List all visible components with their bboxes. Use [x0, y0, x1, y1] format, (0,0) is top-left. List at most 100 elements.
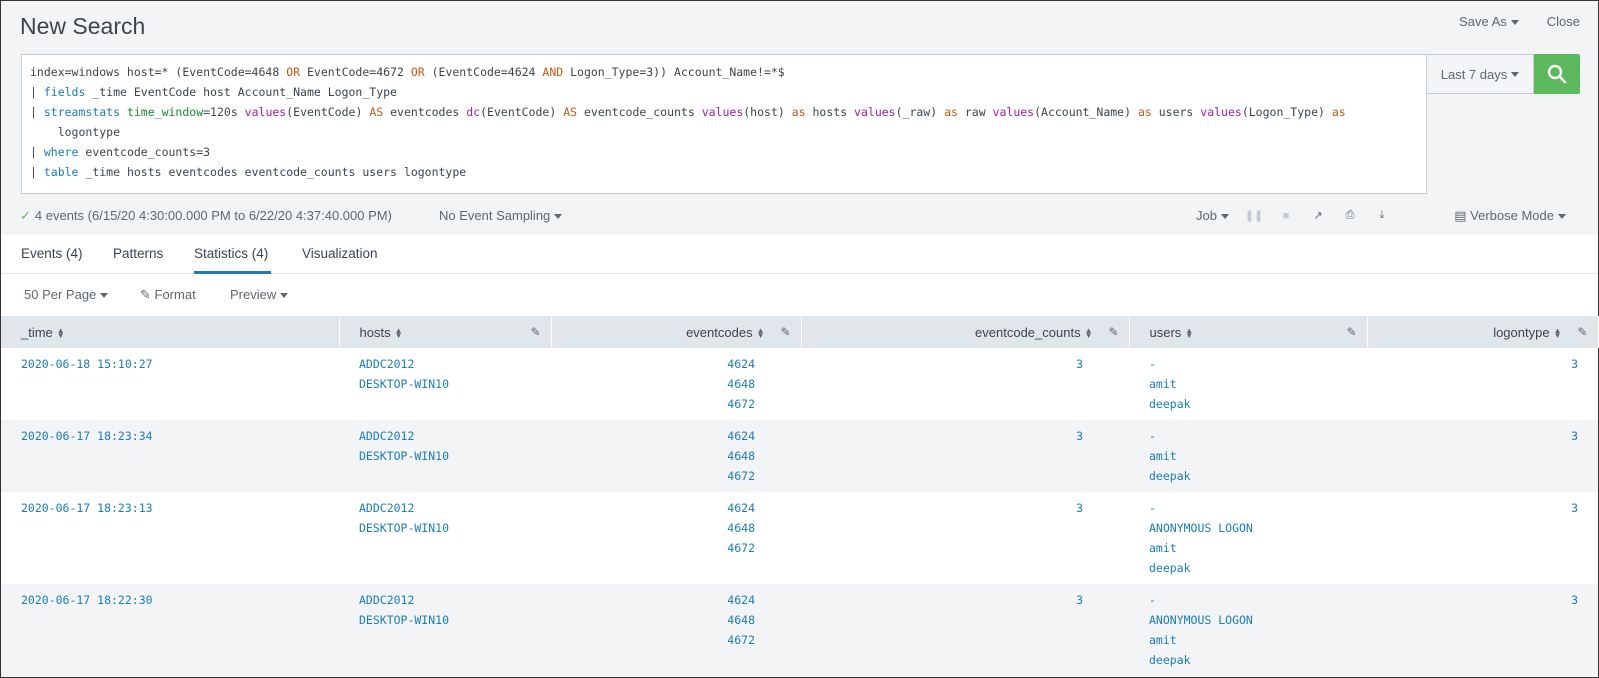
- search-mode-dropdown[interactable]: ▤ Verbose Mode: [1454, 208, 1566, 224]
- cell-users: - amit deepak: [1129, 420, 1367, 492]
- cell-value[interactable]: ADDC2012: [359, 593, 415, 607]
- cell-value[interactable]: amit: [1149, 541, 1177, 555]
- search-query-editor[interactable]: index=windows host=* (EventCode=4648 OR …: [21, 54, 1427, 194]
- cell-value[interactable]: ADDC2012: [359, 501, 415, 515]
- cell-value[interactable]: 4672: [727, 469, 755, 483]
- format-button[interactable]: ✎ Format: [140, 287, 196, 303]
- cell-value[interactable]: 3: [1076, 593, 1083, 607]
- pencil-icon[interactable]: ✎: [1108, 325, 1119, 339]
- stop-icon[interactable]: ■: [1282, 209, 1290, 222]
- export-icon[interactable]: ⤓: [1379, 209, 1385, 221]
- column-header-eventcodes[interactable]: eventcodes▲▼✎: [551, 316, 802, 348]
- cell-value[interactable]: ADDC2012: [359, 357, 415, 371]
- cell-value[interactable]: amit: [1149, 377, 1177, 391]
- cell-value[interactable]: 4648: [727, 449, 755, 463]
- job-menu[interactable]: Job: [1196, 208, 1229, 223]
- table-header-row: _time▲▼ hosts▲▼✎ eventcodes▲▼✎ eventcode…: [1, 316, 1599, 348]
- cell-eventcode-counts: 3: [801, 348, 1129, 420]
- cell-value[interactable]: 4648: [727, 613, 755, 627]
- chevron-down-icon: [1510, 20, 1519, 26]
- cell-eventcodes: 4624 4648 4672: [551, 420, 801, 492]
- cell-value[interactable]: DESKTOP-WIN10: [359, 521, 450, 535]
- pencil-icon[interactable]: ✎: [1577, 325, 1588, 339]
- cell-logontype: 3: [1367, 348, 1598, 420]
- sort-icon: ▲▼: [394, 326, 403, 341]
- cell-value[interactable]: 3: [1571, 357, 1578, 371]
- cell-value[interactable]: 3: [1571, 429, 1578, 443]
- cell-value[interactable]: -: [1149, 593, 1156, 607]
- cell-value[interactable]: 3: [1076, 429, 1083, 443]
- cell-value[interactable]: 4672: [727, 633, 755, 647]
- cell-value[interactable]: 3: [1571, 593, 1578, 607]
- cell-value[interactable]: 3: [1076, 501, 1083, 515]
- pause-icon[interactable]: ❚❚: [1244, 210, 1264, 222]
- cell-value[interactable]: DESKTOP-WIN10: [359, 449, 450, 463]
- save-as-label: Save As: [1459, 14, 1507, 29]
- cell-value[interactable]: deepak: [1149, 653, 1191, 667]
- column-header-hosts[interactable]: hosts▲▼ ✎: [339, 316, 552, 348]
- cell-value[interactable]: -: [1149, 501, 1156, 515]
- tab-patterns[interactable]: Patterns: [113, 246, 164, 261]
- cell-value[interactable]: 4624: [727, 357, 755, 371]
- cell-value[interactable]: 4672: [727, 541, 755, 555]
- column-header-logontype[interactable]: logontype▲▼✎: [1367, 316, 1599, 348]
- cell-value[interactable]: amit: [1149, 633, 1177, 647]
- cell-value[interactable]: -: [1149, 429, 1156, 443]
- mode-icon: ▤: [1454, 208, 1471, 223]
- event-sampling-dropdown[interactable]: No Event Sampling: [439, 208, 563, 223]
- query-keyword: as: [791, 105, 806, 119]
- column-header-time[interactable]: _time▲▼: [1, 316, 340, 348]
- cell-value[interactable]: DESKTOP-WIN10: [359, 377, 450, 391]
- time-range-picker[interactable]: Last 7 days: [1427, 54, 1534, 94]
- cell-value[interactable]: deepak: [1149, 397, 1191, 411]
- time-range-label: Last 7 days: [1440, 66, 1508, 82]
- cell-value[interactable]: 4648: [727, 521, 755, 535]
- cell-value[interactable]: amit: [1149, 449, 1177, 463]
- query-text: (_raw): [895, 105, 945, 119]
- share-icon[interactable]: ↗: [1313, 210, 1323, 222]
- cell-value[interactable]: 2020-06-17 18:23:34: [21, 429, 153, 443]
- column-label: hosts: [359, 324, 391, 340]
- pencil-icon[interactable]: ✎: [1346, 325, 1357, 339]
- column-label: eventcodes: [686, 324, 753, 340]
- tab-visualization[interactable]: Visualization: [302, 246, 378, 261]
- close-button[interactable]: Close: [1546, 14, 1580, 29]
- cell-value[interactable]: 2020-06-18 15:10:27: [21, 357, 153, 371]
- search-button[interactable]: [1534, 54, 1580, 94]
- cell-value[interactable]: DESKTOP-WIN10: [359, 613, 450, 627]
- cell-value[interactable]: ANONYMOUS LOGON: [1149, 521, 1253, 535]
- cell-time: 2020-06-17 18:22:30: [1, 584, 339, 676]
- query-keyword: AS: [369, 105, 384, 119]
- cell-value[interactable]: deepak: [1149, 469, 1191, 483]
- save-as-menu[interactable]: Save As: [1459, 14, 1519, 29]
- pencil-icon[interactable]: ✎: [780, 325, 791, 339]
- sort-icon: ▲▼: [56, 326, 65, 341]
- tab-events[interactable]: Events (4): [21, 246, 83, 261]
- cell-value[interactable]: 4624: [727, 429, 755, 443]
- pencil-icon[interactable]: ✎: [530, 325, 541, 339]
- query-text: eventcodes: [383, 105, 467, 119]
- cell-value[interactable]: 2020-06-17 18:22:30: [21, 593, 153, 607]
- cell-value[interactable]: ANONYMOUS LOGON: [1149, 613, 1253, 627]
- cell-value[interactable]: deepak: [1149, 561, 1191, 575]
- app-header: New Search Save As Close: [1, 1, 1598, 51]
- cell-value[interactable]: ADDC2012: [359, 429, 415, 443]
- cell-value[interactable]: 4648: [727, 377, 755, 391]
- column-label: eventcode_counts: [975, 324, 1081, 340]
- cell-value[interactable]: 3: [1571, 501, 1578, 515]
- tab-statistics[interactable]: Statistics (4): [194, 246, 269, 261]
- preview-dropdown[interactable]: Preview: [230, 287, 289, 302]
- per-page-dropdown[interactable]: 50 Per Page: [24, 287, 109, 302]
- cell-value[interactable]: 2020-06-17 18:23:13: [21, 501, 153, 515]
- cell-value[interactable]: 4672: [727, 397, 755, 411]
- column-header-eventcode-counts[interactable]: eventcode_counts▲▼✎: [801, 316, 1130, 348]
- column-header-users[interactable]: users▲▼✎: [1129, 316, 1368, 348]
- query-command: streamstats: [43, 105, 121, 119]
- cell-value[interactable]: 4624: [727, 501, 755, 515]
- cell-value[interactable]: 3: [1076, 357, 1083, 371]
- cell-value[interactable]: 4624: [727, 593, 755, 607]
- cell-value[interactable]: -: [1149, 357, 1156, 371]
- print-icon[interactable]: ⎙: [1345, 209, 1355, 221]
